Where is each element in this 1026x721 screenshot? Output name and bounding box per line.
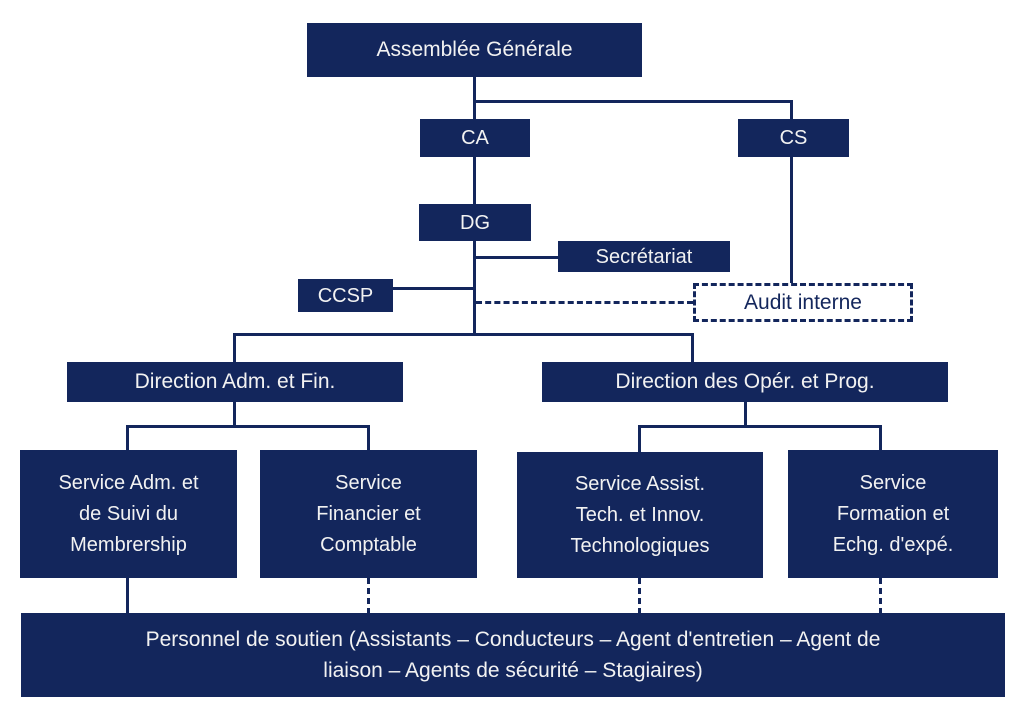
connector-service-formation-personnel-dashed	[879, 578, 882, 614]
node-service-formation: Service Formation et Echg. d'expé.	[788, 450, 998, 578]
connector-cs-audit	[790, 157, 793, 285]
node-service-financier-comptable: Service Financier et Comptable	[260, 450, 477, 578]
node-personnel-soutien: Personnel de soutien (Assistants – Condu…	[21, 613, 1005, 697]
node-service-adm-membrership: Service Adm. et de Suivi du Membrership	[20, 450, 237, 578]
node-direction-adm-fin: Direction Adm. et Fin.	[67, 362, 403, 402]
node-secretariat: Secrétariat	[558, 241, 730, 272]
connector-service-adm-up	[126, 425, 129, 451]
node-audit-interne: Audit interne	[693, 283, 913, 322]
connector-direction-oper-down	[744, 402, 747, 428]
connector-dg-audit-dashed	[476, 301, 693, 304]
node-cs: CS	[738, 119, 849, 157]
connector-direction-adm-down	[233, 402, 236, 428]
connector-directions-horizontal	[233, 333, 694, 336]
connector-adm-children-horizontal	[126, 425, 370, 428]
node-direction-oper-prog: Direction des Opér. et Prog.	[542, 362, 948, 402]
node-service-assist-tech: Service Assist. Tech. et Innov. Technolo…	[517, 452, 763, 578]
node-dg: DG	[419, 204, 531, 241]
connector-cs-drop	[790, 100, 793, 120]
connector-service-financier-up	[367, 425, 370, 451]
connector-assemblee-ca	[473, 77, 476, 120]
connector-dg-secretariat	[475, 256, 558, 259]
connector-direction-adm-up	[233, 333, 236, 363]
connector-oper-children-horizontal	[638, 425, 882, 428]
connector-service-adm-personnel	[126, 578, 129, 614]
connector-service-formation-up	[879, 425, 882, 451]
connector-direction-oper-up	[691, 333, 694, 363]
node-ca: CA	[420, 119, 530, 157]
connector-ca-dg	[473, 157, 476, 205]
connector-assemblee-cs-horizontal	[473, 100, 793, 103]
connector-service-assist-up	[638, 425, 641, 453]
node-ccsp: CCSP	[298, 279, 393, 312]
connector-service-financier-personnel-dashed	[367, 578, 370, 614]
node-assemblee-generale: Assemblée Générale	[307, 23, 642, 77]
connector-ccsp-dg	[393, 287, 475, 290]
connector-service-assist-personnel-dashed	[638, 578, 641, 614]
